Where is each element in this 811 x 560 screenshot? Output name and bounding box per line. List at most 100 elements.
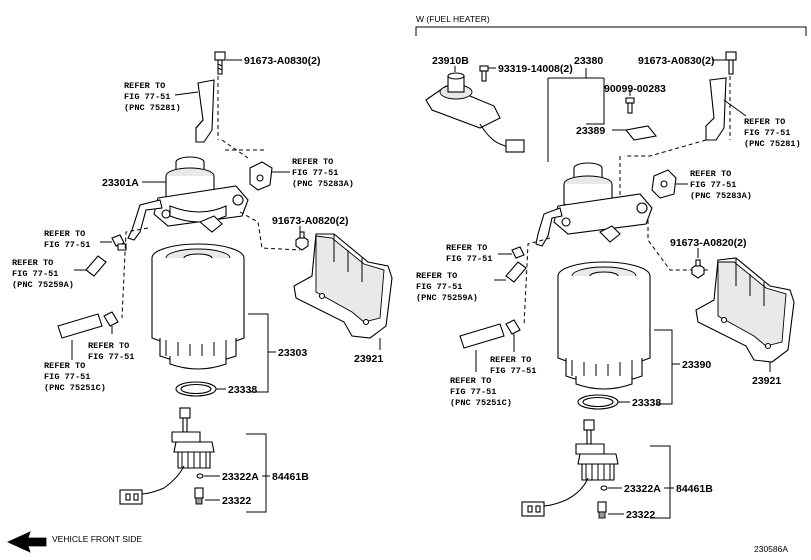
ref-clip-lower-right: REFER TO FIG 77-51 [490,355,536,376]
connector-plug [505,139,525,153]
part-number-sensor: 23322 [222,495,251,507]
svg-text:FIG 77-51: FIG 77-51 [450,387,496,397]
svg-text:FIG 77-51: FIG 77-51 [744,128,790,138]
svg-text:REFER TO: REFER TO [292,157,333,167]
svg-text:FIG 77-51: FIG 77-51 [88,352,134,362]
part-number-filter: 23303 [278,347,307,359]
ref-clip-upper-right: REFER TO FIG 77-51 [446,243,492,264]
gasket-ring [175,381,217,397]
ref-75251c: REFER TO FIG 77-51 (PNC 75251C) [44,361,106,393]
drain-plug [597,501,607,519]
bolt-icon [725,51,737,75]
svg-text:REFER TO: REFER TO [44,229,85,239]
part-number-shield: 23921 [354,353,383,365]
svg-text:FIG 77-51: FIG 77-51 [490,366,536,376]
part-number-bolt-top-right: 91673-A0830(2) [638,55,714,67]
connector-plug [119,489,143,505]
heat-shield [293,233,393,339]
svg-text:FIG 77-51: FIG 77-51 [44,372,90,382]
svg-text:FIG 77-51: FIG 77-51 [124,92,170,102]
svg-text:REFER TO: REFER TO [44,361,85,371]
small-bracket [624,125,658,141]
right-assembly: 23910B 93319-14008(2) 23380 91673-A0830(… [416,51,801,521]
left-assembly: 91673-A0830(2) REFER TO FIG 77-51 (PNC 7… [12,51,393,513]
figure-code: 230586A [754,544,788,554]
ref-75281: REFER TO FIG 77-51 (PNC 75281) [124,81,181,113]
part-number-sensor-b-right: 84461B [676,483,713,495]
fuel-hose-lower [459,323,505,349]
svg-text:FIG 77-51: FIG 77-51 [12,269,58,279]
part-number-assembly: 23380 [574,55,603,67]
clamp-bracket [249,161,273,191]
clamp-bracket [651,169,677,199]
fuel-hose [85,255,107,277]
gasket-ring [577,394,619,410]
mounting-bracket [705,77,727,141]
ref-75251c-right: REFER TO FIG 77-51 (PNC 75251C) [450,376,512,408]
filter-housing [535,162,653,247]
part-number-sensor-b: 84461B [272,471,309,483]
svg-text:REFER TO: REFER TO [446,243,487,253]
svg-text:REFER TO: REFER TO [450,376,491,386]
part-number-housing: 23301A [102,177,139,189]
part-number-sensor-a: 23322A [222,471,259,483]
water-sensor [139,407,215,495]
part-number-bolt-mid-right: 91673-A0820(2) [670,237,746,249]
part-number-bracket: 23389 [576,125,605,137]
fuel-hose-lower [57,313,103,339]
ref-75281-right: REFER TO FIG 77-51 (PNC 75281) [744,117,801,149]
svg-text:FIG 77-51: FIG 77-51 [416,282,462,292]
svg-text:(PNC 75281): (PNC 75281) [744,139,801,149]
bolt-icon [295,231,309,251]
part-number-bolt-top: 91673-A0830(2) [244,55,320,67]
hose-clip [511,246,525,259]
svg-text:FIG 77-51: FIG 77-51 [446,254,492,264]
part-number-heater: 23910B [432,55,469,67]
bolt-icon [214,51,226,75]
ref-clip-upper: REFER TO FIG 77-51 [44,229,90,250]
connector-plug [521,501,545,517]
mounting-bracket [195,79,215,143]
drain-plug [194,487,204,505]
water-sensor [541,419,619,507]
svg-text:REFER TO: REFER TO [690,169,731,179]
svg-text:(PNC 75259A): (PNC 75259A) [416,293,478,303]
fuel-filter [557,261,651,390]
svg-text:REFER TO: REFER TO [12,258,53,268]
hose-clip [505,319,521,335]
svg-text:REFER TO: REFER TO [88,341,129,351]
svg-text:REFER TO: REFER TO [490,355,531,365]
svg-text:FIG 77-51: FIG 77-51 [690,180,736,190]
ref-75259a-right: REFER TO FIG 77-51 (PNC 75259A) [416,271,478,303]
part-number-bolt-small: 90099-00283 [604,83,666,95]
hose-clip [111,234,127,251]
part-number-sensor-right: 23322 [626,509,655,521]
svg-text:(PNC 75283A): (PNC 75283A) [292,179,354,189]
hose-clip [103,311,119,327]
fuel-heater-bracket: W (FUEL HEATER) [415,14,807,36]
ref-75283a-right: REFER TO FIG 77-51 (PNC 75283A) [690,169,752,201]
filter-housing [127,156,249,241]
part-number-sensor-a-right: 23322A [624,483,661,495]
vehicle-front-label: VEHICLE FRONT SIDE [52,534,142,544]
vehicle-front-indicator: VEHICLE FRONT SIDE [7,531,142,553]
o-ring [196,473,204,479]
svg-text:REFER TO: REFER TO [124,81,165,91]
svg-text:REFER TO: REFER TO [744,117,785,127]
screw-icon [479,65,489,82]
fuel-hose [505,261,527,283]
heat-shield [695,257,795,363]
svg-text:(PNC 75251C): (PNC 75251C) [44,383,106,393]
part-number-shield-right: 23921 [752,375,781,387]
part-number-gasket: 23338 [228,384,257,396]
fuel-heater-label: W (FUEL HEATER) [416,14,490,24]
ref-75259a: REFER TO FIG 77-51 (PNC 75259A) [12,258,74,290]
fuel-filter [151,243,245,370]
o-ring [600,485,608,491]
arrow-left-icon [7,531,47,553]
bolt-icon [691,259,705,279]
svg-text:REFER TO: REFER TO [416,271,457,281]
part-number-screw: 93319-14008(2) [498,63,573,75]
ref-clip-lower: REFER TO FIG 77-51 [88,341,134,362]
